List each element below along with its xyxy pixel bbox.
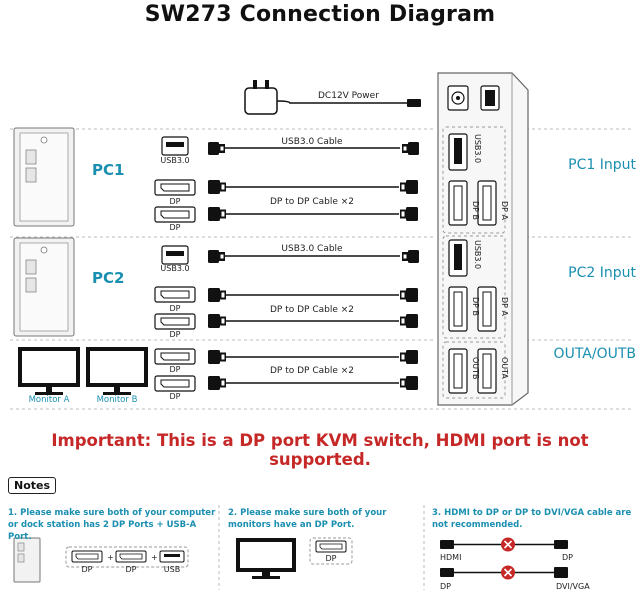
- pc1-dp-label-2: DP: [170, 223, 181, 232]
- switch-group-pc2: [442, 235, 506, 339]
- monitor-b-label: Monitor B: [97, 395, 138, 405]
- note1-port-label-2: DP: [126, 565, 137, 574]
- monitor-dp-cable-1: [208, 350, 418, 364]
- pc2-dp-cable-2: [208, 314, 418, 328]
- pc2-dp-label-1: DP: [170, 304, 181, 313]
- monitor-dp-cable-2: [208, 376, 418, 390]
- pc1-usb-label: USB3.0: [160, 156, 189, 165]
- pc1-dp-cable-2: [208, 207, 418, 221]
- note2-port-label: DP: [326, 554, 337, 563]
- pc2-label: PC2: [92, 269, 124, 287]
- note3-row2-left: DP: [440, 582, 451, 591]
- note-2-text: 2. Please make sure both of your monitor…: [228, 508, 387, 530]
- switch-dpb-port-1: [448, 180, 468, 226]
- pc2-usb-cable-label: USB3.0 Cable: [281, 244, 343, 254]
- pc2-input-label: PC2 Input: [568, 265, 636, 281]
- note1-plus-1: +: [107, 553, 114, 562]
- note3-not-recommended-icon-2: [501, 565, 515, 580]
- note-1-text: 1. Please make sure both of your compute…: [8, 508, 216, 542]
- monitor-dp-port-1-icon: [154, 348, 196, 365]
- switch-port-label-outb: OUTB: [471, 357, 480, 380]
- switch-port-label-usb1: USB3.0: [473, 134, 482, 163]
- switch-port-label-usb2: USB3.0: [473, 240, 482, 269]
- dc-power-jack-icon: [447, 85, 469, 111]
- power-switch-icon: [480, 85, 500, 111]
- switch-port-label-outa: OUTA: [500, 357, 509, 379]
- note2-monitor-icon: [236, 538, 296, 579]
- switch-group-pc1: [442, 126, 506, 234]
- note3-row1-right: DP: [562, 553, 573, 562]
- outputs-label: OUTA/OUTB: [554, 346, 636, 362]
- pc2-tower-icon: [13, 237, 75, 337]
- note1-port-label-3: USB: [164, 565, 180, 574]
- switch-dpb-port-2: [448, 286, 468, 332]
- monitor-dp-port-2-icon: [154, 375, 196, 392]
- pc2-dp-label-2: DP: [170, 330, 181, 339]
- monitor-b-icon: [86, 347, 148, 395]
- switch-port-label-dpa2: DP A: [500, 297, 509, 317]
- pc1-label: PC1: [92, 161, 124, 179]
- switch-port-label-dpb2: DP B: [471, 297, 480, 316]
- pc2-dp-cable-1: [208, 288, 418, 302]
- note1-usb-port-icon: [159, 550, 185, 563]
- switch-usb-port-2: [448, 239, 468, 277]
- power-label: DC12V Power: [318, 91, 379, 101]
- note1-dp-port-icon-1: [71, 550, 103, 563]
- note2-port-box: [309, 537, 353, 565]
- pc2-usb-label: USB3.0: [160, 264, 189, 273]
- monitor-a-label: Monitor A: [29, 395, 70, 405]
- note1-pc-icon: [13, 537, 41, 583]
- note1-dp-port-icon-2: [115, 550, 147, 563]
- pc1-dp-cable-1: [208, 180, 418, 194]
- important-warning: Important: This is a DP port KVM switch,…: [51, 431, 589, 469]
- monitor-a-icon: [18, 347, 80, 395]
- note-3-text: 3. HDMI to DP or DP to DVI/VGA cable are…: [432, 508, 632, 530]
- switch-port-label-dpa1: DP A: [500, 201, 509, 221]
- pc1-dp-cable-label: DP to DP Cable ×2: [270, 197, 354, 207]
- switch-usb-port-1: [448, 133, 468, 171]
- diagram-title: SW273 Connection Diagram: [144, 2, 496, 27]
- note3-not-recommended-icon-1: [501, 537, 515, 552]
- notes-heading: Notes: [8, 477, 57, 494]
- pc2-dp-port-2-icon: [154, 313, 196, 330]
- pc1-input-label: PC1 Input: [568, 157, 636, 173]
- pc1-usb-cable: [208, 142, 419, 155]
- pc2-dp-port-1-icon: [154, 286, 196, 303]
- pc2-usb-port-icon: [161, 245, 189, 265]
- note2-dp-port-icon: [315, 540, 347, 553]
- switch-group-outputs: [442, 341, 506, 399]
- pc1-dp-port-1-icon: [154, 179, 196, 196]
- pc1-dp-port-2-icon: [154, 206, 196, 223]
- switch-outb-port: [448, 348, 468, 394]
- pc1-dp-label-1: DP: [170, 197, 181, 206]
- pc1-tower-icon: [13, 127, 75, 227]
- note3-row1-left: HDMI: [440, 553, 461, 562]
- pc2-dp-cable-label: DP to DP Cable ×2: [270, 305, 354, 315]
- note1-port-label-1: DP: [82, 565, 93, 574]
- pc1-usb-cable-label: USB3.0 Cable: [281, 137, 343, 147]
- pc1-usb-port-icon: [161, 136, 189, 156]
- monitor-dp-label-1: DP: [170, 365, 181, 374]
- monitor-dp-cable-label: DP to DP Cable ×2: [270, 366, 354, 376]
- power-adapter-icon: [244, 80, 421, 115]
- note3-row2-right: DVI/VGA: [556, 582, 590, 591]
- pc2-usb-cable: [208, 250, 419, 263]
- switch-port-label-dpb1: DP B: [471, 201, 480, 220]
- monitor-dp-label-2: DP: [170, 392, 181, 401]
- note1-port-box: [65, 546, 189, 568]
- note1-plus-2: +: [151, 553, 158, 562]
